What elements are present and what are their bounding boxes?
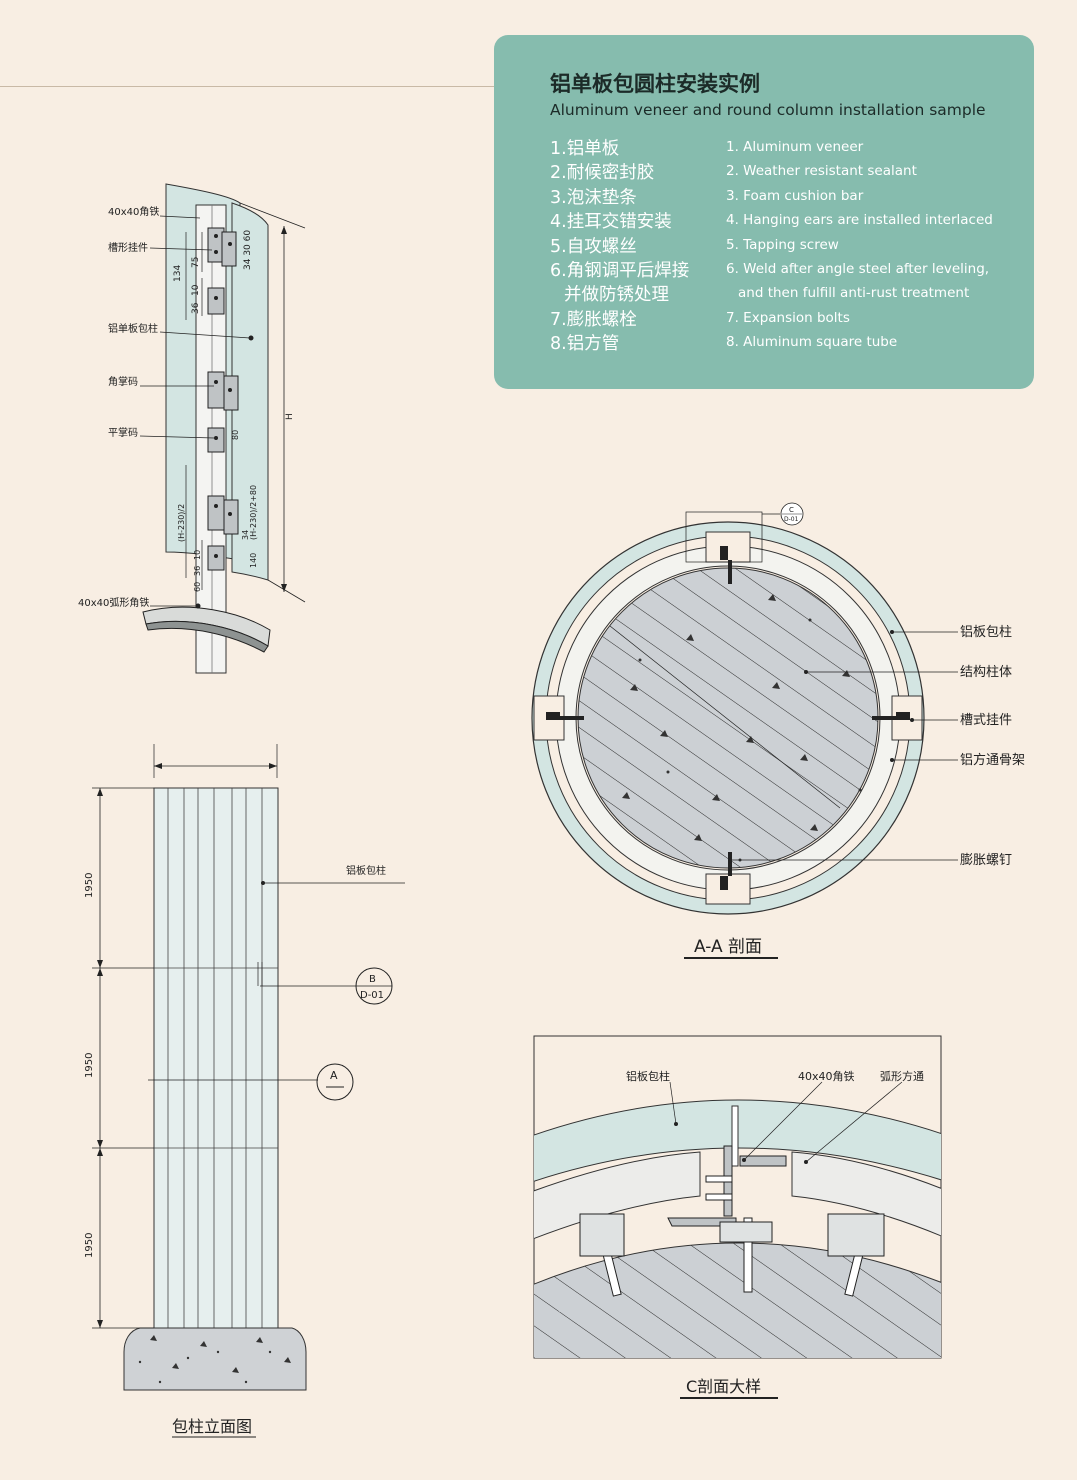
dim-34-30-60: 34 30 60 (243, 230, 253, 270)
label-angle-40x40: 40x40角铁 (108, 205, 159, 218)
dim-h230-2: (H-230)/2 (177, 504, 186, 542)
callout-a (316, 1063, 354, 1101)
label-arc-angle: 40x40弧形角铁 (78, 596, 149, 609)
legend-item-cn: 8.铝方管 (550, 334, 620, 355)
legend-item-cn: 1.铝单板 (550, 139, 620, 159)
legend-panel: 铝单板包圆柱安装实例 Aluminum veneer and round col… (494, 35, 1034, 389)
legend-item-en: 7. Expansion bolts (726, 309, 850, 326)
legend-item-cn: 4.挂耳交错安装 (550, 212, 672, 233)
dim-36b: 36 (193, 566, 202, 576)
section-caption: A-A 剖面 (694, 937, 762, 957)
dim-34: 34 (241, 530, 250, 540)
panel-title-en: Aluminum veneer and round column install… (550, 101, 986, 119)
callout-c-bottom: D-01 (784, 516, 799, 523)
dim-H: H (285, 413, 295, 420)
dim-10: 10 (191, 284, 201, 296)
label-section-2: 槽式挂件 (960, 713, 1012, 728)
legend-item-en: 1. Aluminum veneer (726, 139, 864, 155)
concrete-grit (138, 1335, 291, 1384)
legend-item-cn: 2.耐候密封胶 (550, 163, 655, 184)
top-rule (0, 86, 494, 87)
detail-c-leaders (669, 1081, 903, 1163)
label-elev-wrap: 铝板包柱 (346, 864, 386, 877)
column-elevation: 1950 1950 1950 铝板包柱 B D-01 A 包柱立面图 (84, 744, 405, 1438)
core-grit (622, 594, 862, 862)
label-c-0: 铝板包柱 (626, 1069, 670, 1083)
panel-title-cn: 铝单板包圆柱安装实例 (550, 71, 760, 96)
label-veneer-wrap: 铝单板包柱 (108, 322, 158, 335)
dim-36: 36 (191, 302, 201, 314)
legend-item-cn: 6.角钢调平后焊接 (550, 261, 690, 282)
dim-1950-2: 1950 (84, 1053, 95, 1078)
callout-b-top: B (369, 974, 376, 985)
brackets (207, 227, 239, 571)
callout-a-label: A (330, 1069, 338, 1082)
legend-item-cn: 7.膨胀螺栓 (550, 309, 637, 330)
column-body (153, 787, 279, 1329)
legend-item-en: 6. Weld after angle steel after leveling… (726, 261, 990, 278)
label-c-2: 弧形方通 (880, 1069, 924, 1083)
structural-core (577, 567, 879, 869)
legend-item-cn: 并做防锈处理 (564, 285, 669, 306)
dim-134: 134 (173, 265, 183, 282)
label-flat-code: 平掌码 (108, 427, 138, 439)
legend-item-en: and then fulfill anti-rust treatment (738, 285, 970, 302)
legend-list-cn: 1.铝单板 2.耐候密封胶 3.泡沫垫条 4.挂耳交错安装 5.自攻螺丝 6.角… (550, 137, 689, 357)
section-leaders (730, 631, 958, 861)
leaders-3d (139, 215, 251, 607)
legend-item-cn: 3.泡沫垫条 (550, 187, 637, 208)
section-a-a: C D-01 铝板包柱 结构柱体 槽式挂件 铝方通骨架 膨胀螺钉 A-A 剖面 (531, 502, 1025, 959)
label-corner-code: 角掌码 (108, 376, 138, 388)
label-c-1: 40x40角铁 (798, 1070, 855, 1083)
concrete-base (123, 1327, 307, 1391)
dim-1950-1: 1950 (84, 873, 95, 898)
column-3d-detail: H 134 75 10 36 34 30 60 80 (H-230)/2 (H-… (78, 183, 306, 674)
legend-item-en: 3. Foam cushion bar (726, 187, 864, 204)
legend-item-en: 5. Tapping screw (726, 236, 839, 253)
label-section-3: 铝方通骨架 (960, 752, 1025, 768)
dim-1950-3: 1950 (84, 1233, 95, 1258)
dim-h230-2-80: (H-230)/2+80 (249, 485, 258, 540)
legend-item-en: 2. Weather resistant sealant (726, 163, 917, 180)
legend-list-en: 1. Aluminum veneer 2. Weather resistant … (726, 135, 993, 355)
label-section-4: 膨胀螺钉 (960, 853, 1012, 868)
elevation-caption: 包柱立面图 (172, 1417, 252, 1436)
legend-item-en: 4. Hanging ears are installed interlaced (726, 212, 993, 229)
bolt-dots (214, 234, 254, 558)
label-section-0: 铝板包柱 (960, 625, 1012, 640)
dim-60: 60 (193, 582, 202, 592)
dim-10b: 10 (193, 550, 202, 560)
label-slot-hanger: 槽形挂件 (108, 241, 148, 254)
label-section-1: 结构柱体 (960, 665, 1012, 680)
legend-item-en: 8. Aluminum square tube (726, 334, 898, 351)
dim-75: 75 (191, 257, 201, 268)
detail-c: 铝板包柱 40x40角铁 弧形方通 C剖面大样 (533, 1035, 942, 1399)
dim-140: 140 (249, 553, 258, 568)
dim-80: 80 (231, 430, 240, 440)
callout-b-bottom: D-01 (360, 990, 384, 1001)
callout-c-top: C (789, 506, 794, 514)
detail-c-caption: C剖面大样 (686, 1377, 761, 1396)
legend-item-cn: 5.自攻螺丝 (550, 236, 637, 257)
